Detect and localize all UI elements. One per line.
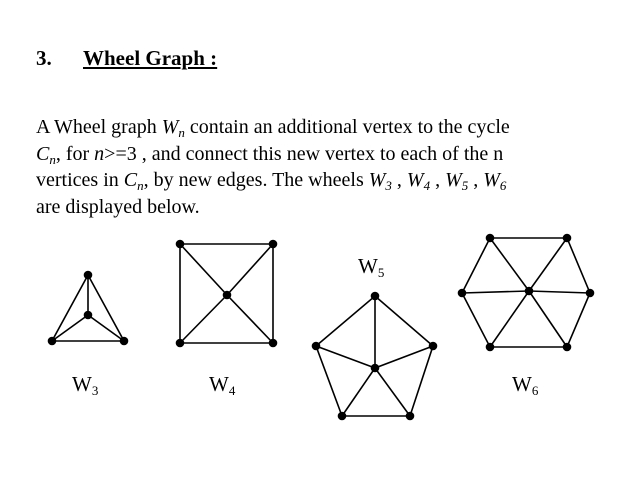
w6-spoke: [489, 237, 530, 292]
w4-spoke: [179, 243, 228, 296]
w5-vertex: [311, 341, 321, 351]
paragraph-line-2: Cn, for n>=3 , and connect this new vert…: [36, 142, 504, 167]
w6-spoke: [528, 290, 568, 348]
section-title: Wheel Graph :: [83, 46, 218, 70]
wheel-graph-w6: [457, 233, 595, 352]
wheel-graph-w3: [47, 270, 129, 346]
w6-vertex: [562, 342, 572, 352]
w6-vertex: [585, 288, 595, 298]
w5-spoke: [341, 367, 376, 417]
w5-spoke: [374, 345, 434, 369]
w4-vertex: [175, 338, 185, 348]
wheel-graph-w5: [311, 291, 438, 421]
label-w5: W5: [358, 254, 385, 280]
w3-vertex: [119, 336, 129, 346]
w4-spoke: [226, 243, 274, 296]
paragraph-line-4: are displayed below.: [36, 195, 200, 218]
w3-vertex: [47, 336, 57, 346]
w6-hub-vertex: [524, 286, 534, 296]
w5-spoke: [315, 345, 376, 369]
w6-spoke: [528, 237, 568, 292]
paragraph-line-3: vertices in Cn, by new edges. The wheels…: [36, 169, 507, 193]
w4-spoke: [226, 294, 274, 344]
w5-rim: [315, 294, 434, 417]
w3-vertex: [83, 270, 93, 280]
w5-vertex: [337, 411, 347, 421]
w3-spoke: [51, 314, 89, 342]
wheel-graph-w4: [175, 239, 278, 348]
w6-vertex: [562, 233, 572, 243]
section-number: 3.: [36, 46, 52, 70]
label-w3: W3: [72, 372, 99, 398]
w5-hub-vertex: [370, 363, 380, 373]
w6-spoke: [461, 290, 530, 294]
w3-spoke: [87, 314, 125, 342]
section-heading: 3. Wheel Graph :: [36, 46, 217, 71]
w5-vertex: [405, 411, 415, 421]
w5-spoke: [374, 367, 411, 417]
w4-spoke: [179, 294, 228, 344]
label-w4: W4: [209, 372, 236, 398]
w6-vertex: [485, 342, 495, 352]
w6-spoke: [528, 290, 591, 294]
w5-vertex: [428, 341, 438, 351]
w3-hub-vertex: [83, 310, 93, 320]
w3-rim: [50, 273, 126, 342]
w6-vertex: [457, 288, 467, 298]
w5-vertex: [370, 291, 380, 301]
w6-spoke: [489, 290, 530, 348]
w4-vertex: [175, 239, 185, 249]
w6-vertex: [485, 233, 495, 243]
w4-vertex: [268, 338, 278, 348]
w4-vertex: [268, 239, 278, 249]
w4-hub-vertex: [222, 290, 232, 300]
paragraph-line-1: A Wheel graph Wn contain an additional v…: [36, 116, 510, 140]
label-w6: W6: [512, 372, 539, 398]
definition-paragraph: A Wheel graph Wn contain an additional v…: [36, 114, 606, 220]
